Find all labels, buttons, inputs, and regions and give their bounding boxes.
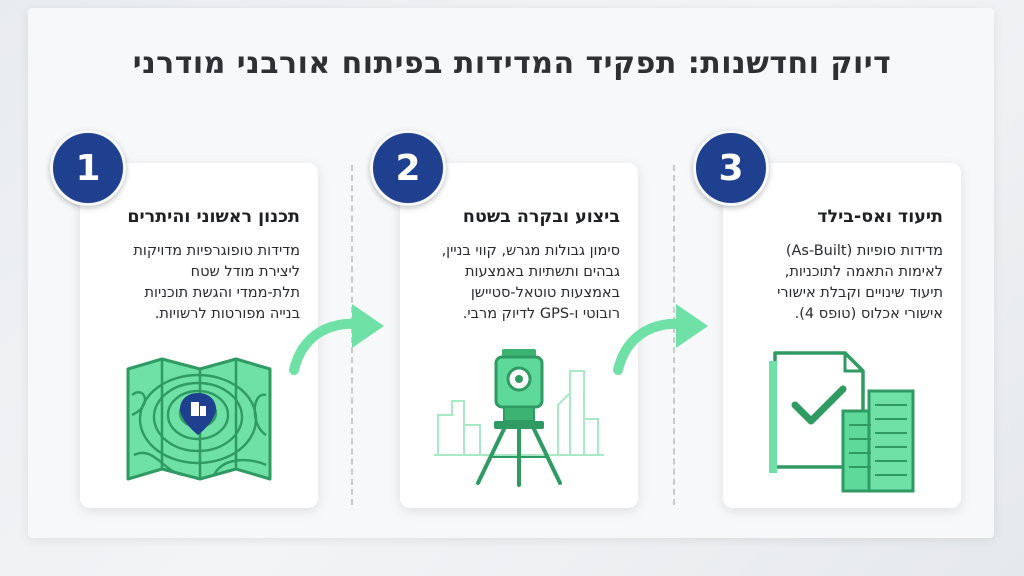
- step-1-badge: 1: [50, 130, 126, 206]
- step-card-3: תיעוד ואס-בילד מדידות סופיות (As-Built) …: [723, 163, 961, 508]
- step-2-heading: ביצוע ובקרה בשטח: [462, 207, 620, 227]
- arrow-right-icon: [289, 304, 384, 375]
- approved-document-building-icon: [769, 351, 915, 493]
- step-2-body: סימון גבולות מגרש, קווי בניין, גבהים ותש…: [441, 243, 620, 322]
- step-3-body: מדידות סופיות (As-Built) לאימות התאמה לת…: [777, 243, 943, 322]
- step-3-badge: 3: [693, 130, 769, 206]
- step-card-1: תכנון ראשוני והיתרים מדידות טופוגרפיות מ…: [80, 163, 318, 508]
- step-3-heading: תיעוד ואס-בילד: [817, 207, 943, 227]
- step-card-2: ביצוע ובקרה בשטח סימון גבולות מגרש, קווי…: [400, 163, 638, 508]
- step-2-badge: 2: [370, 130, 446, 206]
- arrow-right-icon: [613, 304, 708, 375]
- total-station-icon: [434, 349, 604, 487]
- step-1-body: מדידות טופוגרפיות מדויקות ליצירת מודל שט…: [133, 243, 300, 322]
- page-title: דיוק וחדשנות: תפקיד המדידות בפיתוח אורבנ…: [132, 46, 892, 81]
- topographic-map-icon: [126, 357, 272, 481]
- column-divider: [673, 165, 675, 505]
- step-1-heading: תכנון ראשוני והיתרים: [127, 207, 300, 227]
